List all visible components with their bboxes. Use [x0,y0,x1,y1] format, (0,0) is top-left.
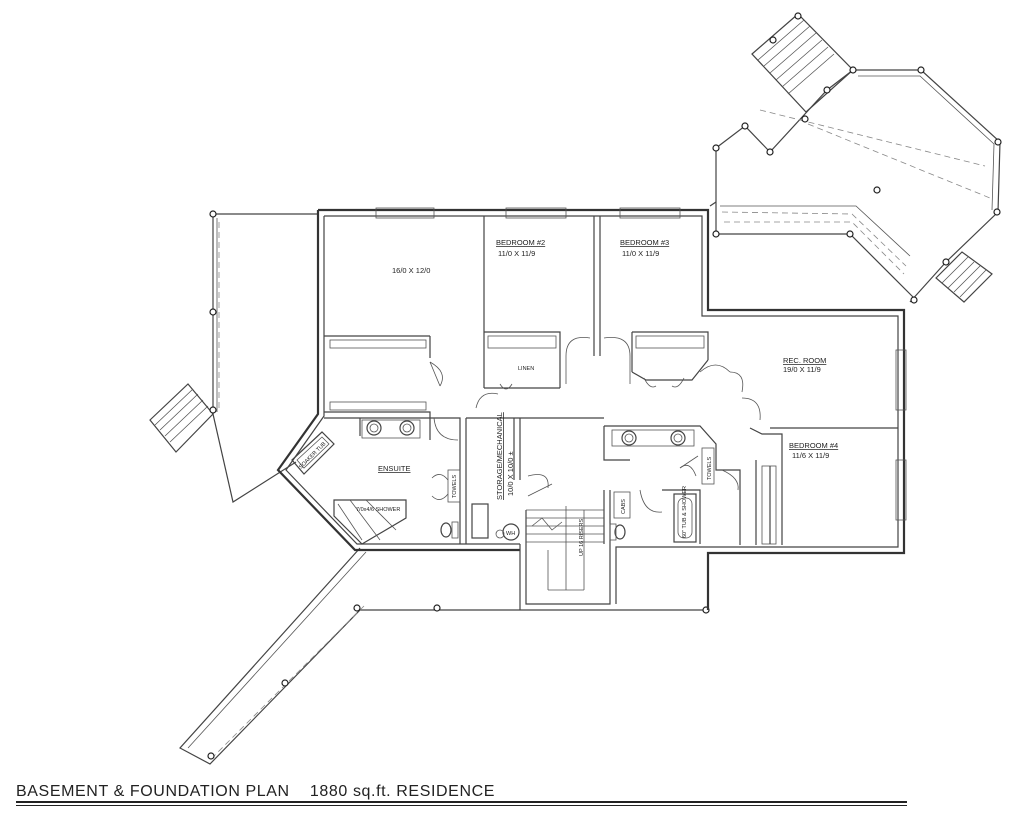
water-heater-label: WH [506,531,515,537]
bottom-deck [179,547,710,765]
door-swings [429,337,761,513]
bedroom-4-name: BEDROOM #4 [789,441,838,450]
plan-title: BASEMENT & FOUNDATION PLAN 1880 sq.ft. R… [16,783,495,801]
bedroom-3-dimensions: 11/0 X 11/9 [622,249,659,258]
linen-label: LINEN [518,366,534,372]
tub-shower-label: 60" TUB & SHOWER [682,486,688,538]
left-deck [149,210,318,503]
deck-stairs-right [935,251,993,303]
exterior-walls [276,207,907,610]
stairs-label: UP 16 RISERS [579,518,585,556]
interior-walls [324,216,898,545]
title-underline-second [16,805,907,806]
title-underline [16,801,907,803]
floor-plan-drawing: 16/0 X 12/0 BEDROOM #2 11/0 X 11/9 BEDRO… [149,12,1002,765]
plan-area: 1880 sq.ft. RESIDENCE [309,783,496,800]
rec-room-name: REC. ROOM [783,356,826,365]
storage-dimensions: 10/0 X 10/0 ± [506,451,515,496]
interior-stairs [526,506,604,591]
cabs-label: CABS [621,499,627,514]
bedroom-3-name: BEDROOM #3 [620,238,669,247]
shower-label: 7/0x4/6 SHOWER [356,507,400,513]
room-top-left-dimensions: 16/0 X 12/0 [392,266,430,275]
plan-name: BASEMENT & FOUNDATION PLAN [16,783,290,800]
octagonal-deck [709,12,1002,304]
towels-right-label: TOWELS [707,457,713,480]
bedroom-2-dimensions: 11/0 X 11/9 [498,249,535,258]
rec-room-dimensions: 19/0 X 11/9 [783,365,821,374]
deck-stairs-top [751,13,854,113]
left-deck-stairs [149,383,214,453]
towels-left-label: TOWELS [452,475,458,498]
fixtures [291,419,715,545]
storage-label: STORAGE/MECHANICAL [495,412,504,500]
bedroom-2-name: BEDROOM #2 [496,238,545,247]
bedroom-4-dimensions: 11/6 X 11/9 [792,451,829,460]
ensuite-label: ENSUITE [378,464,411,473]
room-labels: 16/0 X 12/0 BEDROOM #2 11/0 X 11/9 BEDRO… [298,238,838,556]
